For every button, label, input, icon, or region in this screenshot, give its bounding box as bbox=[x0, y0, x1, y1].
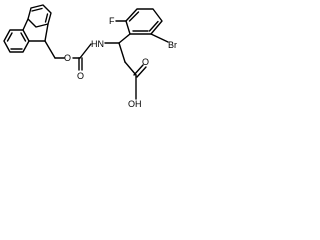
carbonyl-oxygen-atom-label: O bbox=[77, 71, 84, 81]
fluorene-right-ring-double-bond bbox=[44, 13, 49, 23]
beta-amino-acid-chain bbox=[104, 33, 147, 100]
fluorenyl-methylene-bond bbox=[44, 40, 56, 59]
bromofluorophenyl-group bbox=[115, 8, 169, 43]
methylene-carboxyl-bond bbox=[124, 61, 137, 76]
fluorene-left-ring-double-bond bbox=[6, 32, 13, 42]
bromine-atom-label: Br bbox=[168, 40, 177, 50]
fluorene-five-ring-bond bbox=[44, 23, 49, 42]
acid-carbonyl-oxygen-atom-label: O bbox=[142, 57, 149, 67]
carbonyl-nitrogen-bond bbox=[79, 43, 92, 59]
fluorine-atom-label: F bbox=[109, 16, 115, 26]
phenyl-bromine-bond bbox=[150, 33, 169, 43]
fluorene-group bbox=[3, 4, 52, 53]
fluorene-left-ring-double-bond bbox=[20, 32, 27, 42]
fluorene-right-ring-double-bond bbox=[31, 7, 43, 12]
chemical-structure-diagram: F Br HN O O O OH bbox=[3, 4, 177, 109]
phenyl-ring-double-bond bbox=[148, 20, 159, 32]
phenyl-ring-double-bond bbox=[128, 11, 140, 22]
carbamate-linker bbox=[44, 40, 92, 71]
carboxyl-carbonyl-double-bond bbox=[136, 66, 147, 78]
carboxyl-carbonyl-double-bond bbox=[133, 64, 144, 76]
fluorene-five-ring-bond bbox=[22, 18, 29, 31]
carbamate-oxygen-atom-label: O bbox=[64, 53, 71, 63]
fluorene-right-ring bbox=[27, 4, 52, 28]
alpha-carbon-ring-bond bbox=[118, 33, 131, 44]
alpha-carbon-methylene-bond bbox=[118, 42, 126, 63]
hydroxyl-atom-label: OH bbox=[128, 99, 142, 109]
phenyl-ring bbox=[125, 8, 163, 35]
amine-atom-label: HN bbox=[91, 39, 104, 49]
